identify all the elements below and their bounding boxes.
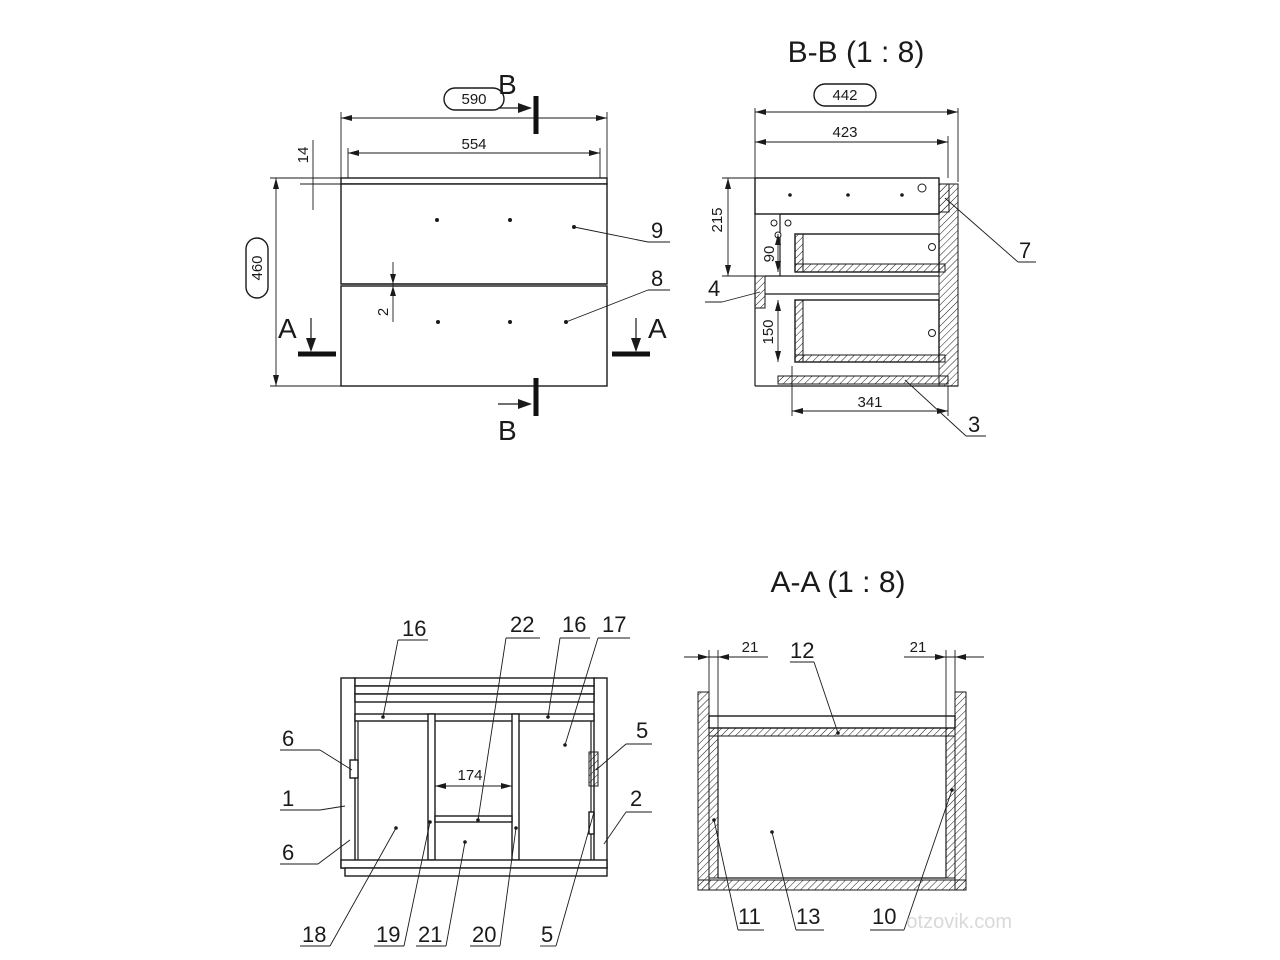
drawer-bottom (340, 285, 608, 387)
dim-442: 442 (832, 87, 857, 104)
label-13: 13 (796, 904, 820, 929)
dim-341: 341 (857, 394, 882, 411)
label-1: 1 (282, 786, 294, 811)
drawer-top (340, 183, 608, 285)
section-aa-view (684, 650, 984, 931)
label-2: 2 (630, 786, 642, 811)
cut-a-right-label: A (648, 313, 667, 344)
label-5b: 5 (541, 922, 553, 947)
dim-423: 423 (832, 124, 857, 141)
label-20: 20 (472, 922, 496, 947)
watermark: otzovik.com (906, 911, 1012, 933)
cut-a-left-label: A (278, 313, 297, 344)
label-22: 22 (510, 612, 534, 637)
label-5a: 5 (636, 718, 648, 743)
top-panel (340, 177, 608, 185)
bottom-panel (697, 879, 967, 891)
label-16a: 16 (402, 616, 426, 641)
label-18: 18 (302, 922, 326, 947)
cut-b-top-label: B (498, 69, 517, 100)
rail-12 (708, 727, 956, 737)
label-6b: 6 (282, 840, 294, 865)
label-17: 17 (602, 612, 626, 637)
label-19: 19 (376, 922, 400, 947)
label-16b: 16 (562, 612, 586, 637)
side-wall-left (697, 691, 710, 891)
dim-460-frame (245, 237, 269, 299)
label-12: 12 (790, 638, 814, 663)
label-8: 8 (651, 266, 663, 291)
dim-590: 590 (461, 91, 486, 108)
label-7: 7 (1019, 238, 1031, 263)
label-3: 3 (968, 412, 980, 437)
dim-590-frame (443, 87, 505, 111)
label-6a: 6 (282, 726, 294, 751)
dim-174: 174 (457, 767, 482, 784)
label-9: 9 (651, 218, 663, 243)
front-view (245, 87, 670, 416)
side-wall-right (954, 691, 967, 891)
dim-215: 215 (709, 207, 726, 232)
section-bb-view (705, 83, 1036, 437)
dim-150: 150 (760, 319, 777, 344)
dim-554: 554 (461, 136, 486, 153)
section-bb-title: B-B (1 : 8) (788, 36, 925, 69)
label-4: 4 (708, 276, 720, 301)
cut-b-bottom-label: B (498, 415, 517, 446)
dim-14: 14 (295, 147, 312, 164)
label-21: 21 (418, 922, 442, 947)
label-11: 11 (738, 904, 761, 929)
section-aa-title: A-A (1 : 8) (770, 566, 905, 599)
labels: B-B (1 : 8) A-A (1 : 8) B B A A 590 554 … (249, 36, 1031, 947)
label-10: 10 (872, 904, 896, 929)
dim-21-right: 21 (910, 639, 927, 656)
bottom-panel-3 (777, 375, 949, 385)
dim-21-left: 21 (742, 639, 759, 656)
dim-90: 90 (761, 246, 778, 263)
dim-442-frame (813, 83, 877, 107)
dim-2: 2 (375, 308, 392, 316)
rear-view (280, 637, 652, 947)
dim-460: 460 (249, 255, 266, 280)
